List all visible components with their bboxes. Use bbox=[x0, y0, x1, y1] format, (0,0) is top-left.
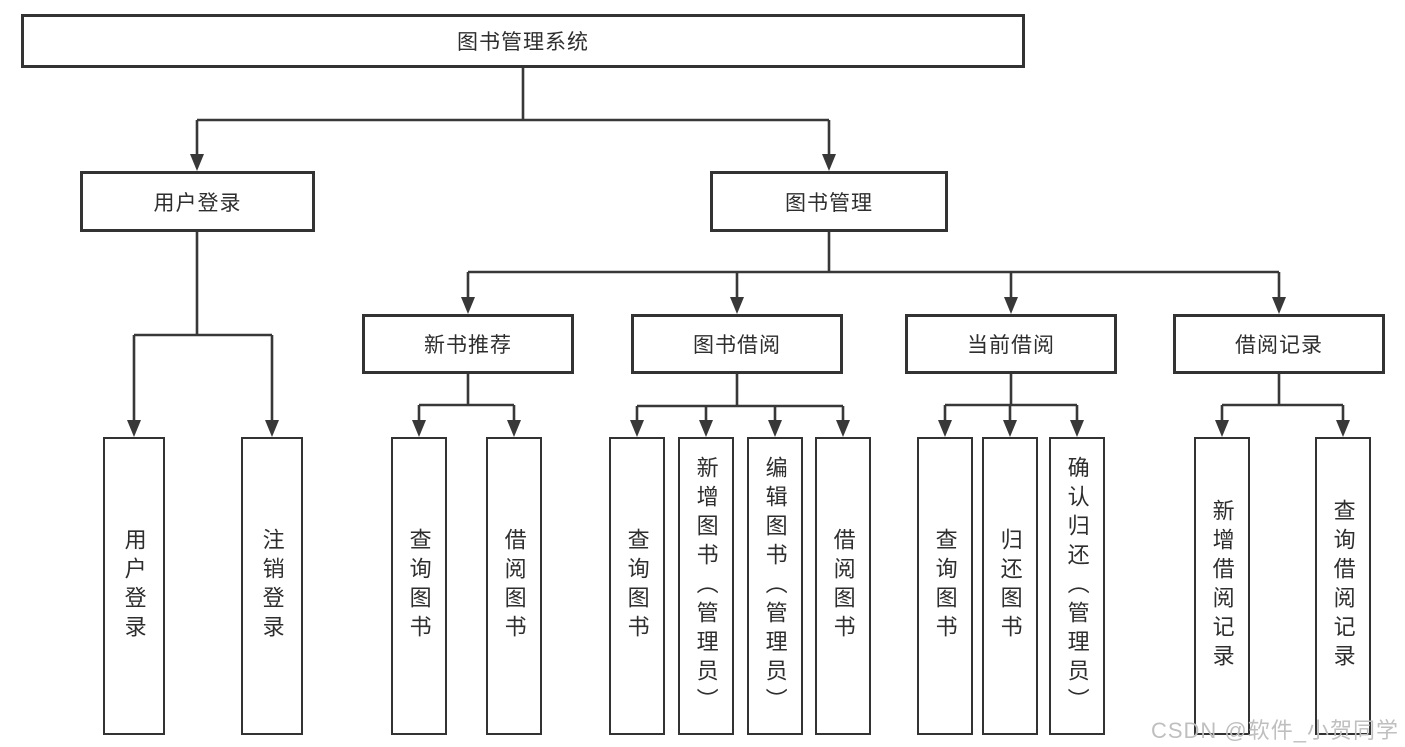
leaf-user-login: 用户登录 bbox=[103, 437, 165, 735]
node-label: 图书借阅 bbox=[693, 334, 781, 357]
leaf-label: 新增图书（管理员） bbox=[693, 455, 719, 717]
leaf-add-borrow-record: 新增借阅记录 bbox=[1194, 437, 1250, 735]
node-label: 图书管理 bbox=[785, 191, 873, 215]
leaf-label: 查询图书 bbox=[932, 528, 958, 644]
node-label: 当前借阅 bbox=[967, 334, 1055, 357]
leaf-confirm-return-admin: 确认归还（管理员） bbox=[1049, 437, 1105, 735]
leaf-query-borrow-record: 查询借阅记录 bbox=[1315, 437, 1371, 735]
node-label: 用户登录 bbox=[153, 191, 242, 215]
leaf-label: 查询图书 bbox=[624, 528, 650, 644]
leaf-edit-books-admin: 编辑图书（管理员） bbox=[747, 437, 803, 735]
node-current-borrow: 当前借阅 bbox=[905, 314, 1117, 374]
leaf-return-books: 归还图书 bbox=[982, 437, 1038, 735]
leaf-label: 查询借阅记录 bbox=[1330, 499, 1356, 673]
csdn-watermark: CSDN @软件_小贺同学 bbox=[1150, 718, 1399, 743]
node-label: 图书管理系统 bbox=[457, 31, 589, 54]
node-borrow-records: 借阅记录 bbox=[1173, 314, 1385, 374]
node-library-management-system: 图书管理系统 bbox=[21, 14, 1025, 68]
leaf-borrow-books: 借阅图书 bbox=[815, 437, 871, 735]
node-new-book-recommend: 新书推荐 bbox=[362, 314, 574, 374]
leaf-logout: 注销登录 bbox=[241, 437, 303, 735]
node-label: 借阅记录 bbox=[1235, 334, 1323, 357]
leaf-add-books-admin: 新增图书（管理员） bbox=[678, 437, 734, 735]
leaf-query-books-borrow: 查询图书 bbox=[609, 437, 665, 735]
leaf-query-books-recommend: 查询图书 bbox=[391, 437, 447, 735]
leaf-borrow-books-recommend: 借阅图书 bbox=[486, 437, 542, 735]
leaf-label: 归还图书 bbox=[997, 528, 1023, 644]
leaf-label: 注销登录 bbox=[259, 528, 285, 644]
leaf-query-books-current: 查询图书 bbox=[917, 437, 973, 735]
node-user-login: 用户登录 bbox=[80, 171, 315, 232]
leaf-label: 查询图书 bbox=[406, 528, 432, 644]
leaf-label: 借阅图书 bbox=[501, 528, 527, 644]
leaf-label: 用户登录 bbox=[121, 528, 147, 644]
node-book-borrow: 图书借阅 bbox=[631, 314, 843, 374]
leaf-label: 编辑图书（管理员） bbox=[762, 455, 788, 717]
leaf-label: 新增借阅记录 bbox=[1209, 499, 1235, 673]
node-label: 新书推荐 bbox=[424, 334, 512, 357]
leaf-label: 确认归还（管理员） bbox=[1064, 455, 1090, 717]
node-book-management: 图书管理 bbox=[710, 171, 948, 232]
leaf-label: 借阅图书 bbox=[830, 528, 856, 644]
